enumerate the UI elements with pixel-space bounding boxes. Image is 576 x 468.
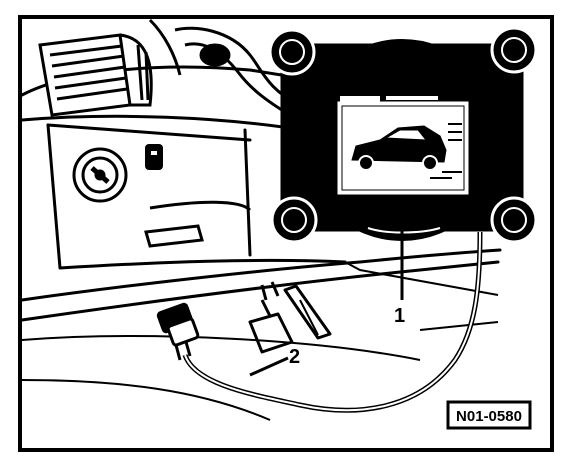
light-switch-knob (72, 147, 128, 203)
air-vent-icon (38, 33, 153, 117)
callout-2-label: 2 (289, 346, 300, 368)
callout-1-label: 1 (394, 305, 405, 327)
reference-code: N01-0580 (456, 408, 522, 425)
dash-switch (145, 144, 163, 170)
diagnostic-tester (268, 26, 538, 244)
car-icon (351, 125, 447, 171)
diagnostic-connector (156, 302, 200, 361)
callout-2-leader (249, 356, 289, 377)
reference-code-box (446, 400, 532, 430)
footwell-floor (21, 261, 499, 421)
steering-column (148, 18, 301, 117)
screen-text-lines (430, 123, 462, 179)
fuse-panel-slot (144, 200, 252, 248)
